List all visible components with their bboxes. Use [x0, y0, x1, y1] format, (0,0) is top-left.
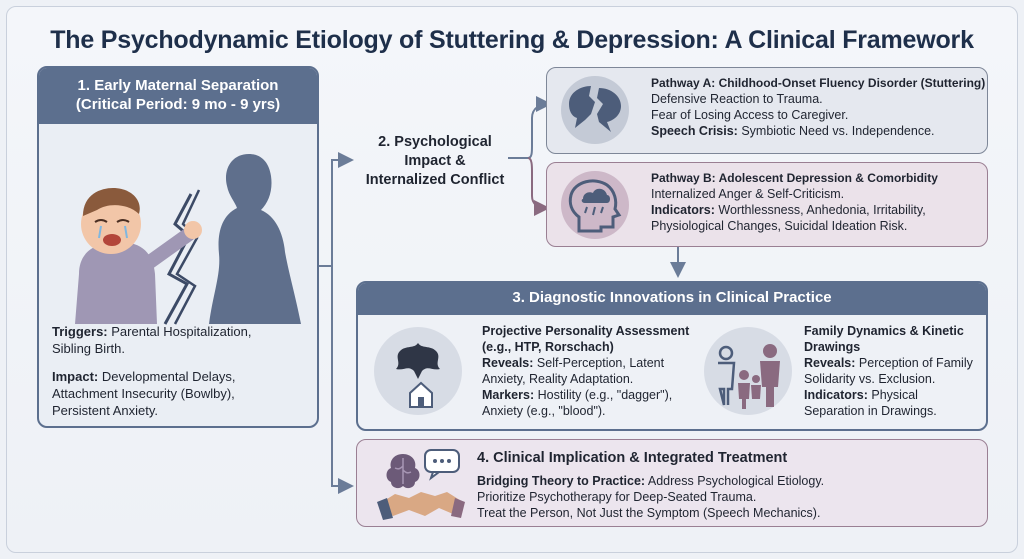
- family-indicators-label: Indicators:: [804, 388, 868, 402]
- projective-reveals-label: Reveals:: [482, 356, 534, 370]
- box4-header: 4. Clinical Implication & Integrated Tre…: [477, 450, 788, 466]
- rain-cloud-head-icon: [561, 171, 629, 239]
- pathway-a-box: Pathway A: Childhood-Onset Fluency Disor…: [546, 67, 988, 154]
- projective-title1: Projective Personality Assessment: [482, 324, 690, 338]
- brain-handshake-icon: [377, 449, 465, 520]
- pathway-a-line3: Symbiotic Need vs. Independence.: [741, 124, 935, 138]
- box4-line1: Address Psychological Etiology.: [647, 474, 825, 488]
- box4-line3: Treat the Person, Not Just the Symptom (…: [477, 506, 821, 520]
- triggers-block: Triggers: Parental Hospitalization, Sibl…: [52, 323, 251, 357]
- pathway-a-line1: Defensive Reaction to Trauma.: [651, 92, 823, 106]
- box1-header-line2: (Critical Period: 9 mo - 9 yrs): [75, 96, 281, 113]
- projective-reveals2: Anxiety, Reality Adaptation.: [482, 372, 634, 386]
- lightning-divider-icon: [163, 193, 193, 325]
- inkblot-house-icon: [374, 327, 462, 415]
- family-indicators2: Separation in Drawings.: [804, 404, 937, 418]
- box4-line2: Prioritize Psychotherapy for Deep-Seated…: [477, 490, 757, 504]
- box-early-separation: 1. Early Maternal Separation (Critical P…: [37, 66, 319, 428]
- box1-header: 1. Early Maternal Separation (Critical P…: [39, 68, 317, 124]
- pathway-a-line2: Fear of Losing Access to Caregiver.: [651, 108, 849, 122]
- box-clinical-implication: 4. Clinical Implication & Integrated Tre…: [356, 439, 988, 527]
- triggers-text-1: Parental Hospitalization,: [111, 324, 252, 339]
- crying-child-icon: [75, 188, 202, 324]
- projective-reveals1: Self-Perception, Latent: [536, 356, 665, 370]
- psychological-impact-label: 2. Psychological Impact & Internalized C…: [355, 133, 515, 190]
- impact-label: Impact:: [52, 369, 99, 384]
- family-figures-icon: [704, 327, 792, 415]
- triggers-text-2: Sibling Birth.: [52, 341, 125, 356]
- projective-markers-label: Markers:: [482, 388, 535, 402]
- family-reveals-label: Reveals:: [804, 356, 856, 370]
- arrow-to-treatment: [331, 266, 354, 494]
- family-reveals2: Solidarity vs. Exclusion.: [804, 372, 936, 386]
- pathway-b-line3: Physiological Changes, Suicidal Ideation…: [651, 219, 908, 233]
- box4-text: Bridging Theory to Practice: Address Psy…: [477, 473, 824, 521]
- triggers-label: Triggers:: [52, 324, 108, 339]
- arrow-to-pathway-b: [527, 157, 550, 216]
- family-reveals1: Perception of Family: [858, 356, 973, 370]
- pathway-b-line1: Internalized Anger & Self-Criticism.: [651, 187, 845, 201]
- pathway-b-box: Pathway B: Adolescent Depression & Comor…: [546, 162, 988, 247]
- pathway-b-line2: Worthlessness, Anhedonia, Irritability,: [718, 203, 926, 217]
- projective-markers2: Anxiety (e.g., "blood").: [482, 404, 606, 418]
- family-title2: Drawings: [804, 340, 861, 354]
- center-line3: Internalized Conflict: [365, 172, 505, 188]
- impact-text-2: Attachment Insecurity (Bowlby),: [52, 386, 235, 401]
- family-dynamics-column: Family Dynamics & Kinetic Drawings Revea…: [804, 323, 973, 419]
- pathway-a-label: Speech Crisis:: [651, 124, 738, 138]
- center-line1: 2. Psychological: [378, 134, 492, 150]
- family-title1: Family Dynamics & Kinetic: [804, 324, 964, 338]
- diagram-title: The Psychodynamic Etiology of Stuttering…: [50, 26, 974, 54]
- center-line2: Impact &: [404, 153, 466, 169]
- box4-label: Bridging Theory to Practice:: [477, 474, 646, 488]
- mother-silhouette-icon: [209, 154, 301, 324]
- child-mother-illustration: [75, 154, 301, 325]
- impact-text-1: Developmental Delays,: [101, 369, 236, 384]
- projective-assessment-column: Projective Personality Assessment (e.g.,…: [482, 323, 689, 419]
- impact-block: Impact: Developmental Delays, Attachment…: [52, 368, 236, 419]
- pathway-a-header: Pathway A: Childhood-Onset Fluency Disor…: [651, 76, 986, 90]
- pathway-b-header: Pathway B: Adolescent Depression & Comor…: [651, 171, 938, 185]
- box3-header: 3. Diagnostic Innovations in Clinical Pr…: [358, 283, 986, 315]
- arrow-to-impact: [319, 152, 354, 267]
- broken-speech-bubble-icon: [561, 76, 629, 144]
- pathway-a-text: Pathway A: Childhood-Onset Fluency Disor…: [651, 75, 985, 139]
- pathway-b-text: Pathway B: Adolescent Depression & Comor…: [651, 170, 938, 234]
- impact-text-3: Persistent Anxiety.: [52, 403, 158, 418]
- box-diagnostic-innovations: 3. Diagnostic Innovations in Clinical Pr…: [356, 281, 988, 431]
- family-indicators1: Physical: [871, 388, 918, 402]
- box1-header-line1: 1. Early Maternal Separation: [77, 77, 279, 94]
- projective-title2: (e.g., HTP, Rorschach): [482, 340, 614, 354]
- projective-markers1: Hostility (e.g., "dagger"),: [537, 388, 673, 402]
- arrow-to-pathway-a: [508, 96, 552, 159]
- pathway-b-label: Indicators:: [651, 203, 715, 217]
